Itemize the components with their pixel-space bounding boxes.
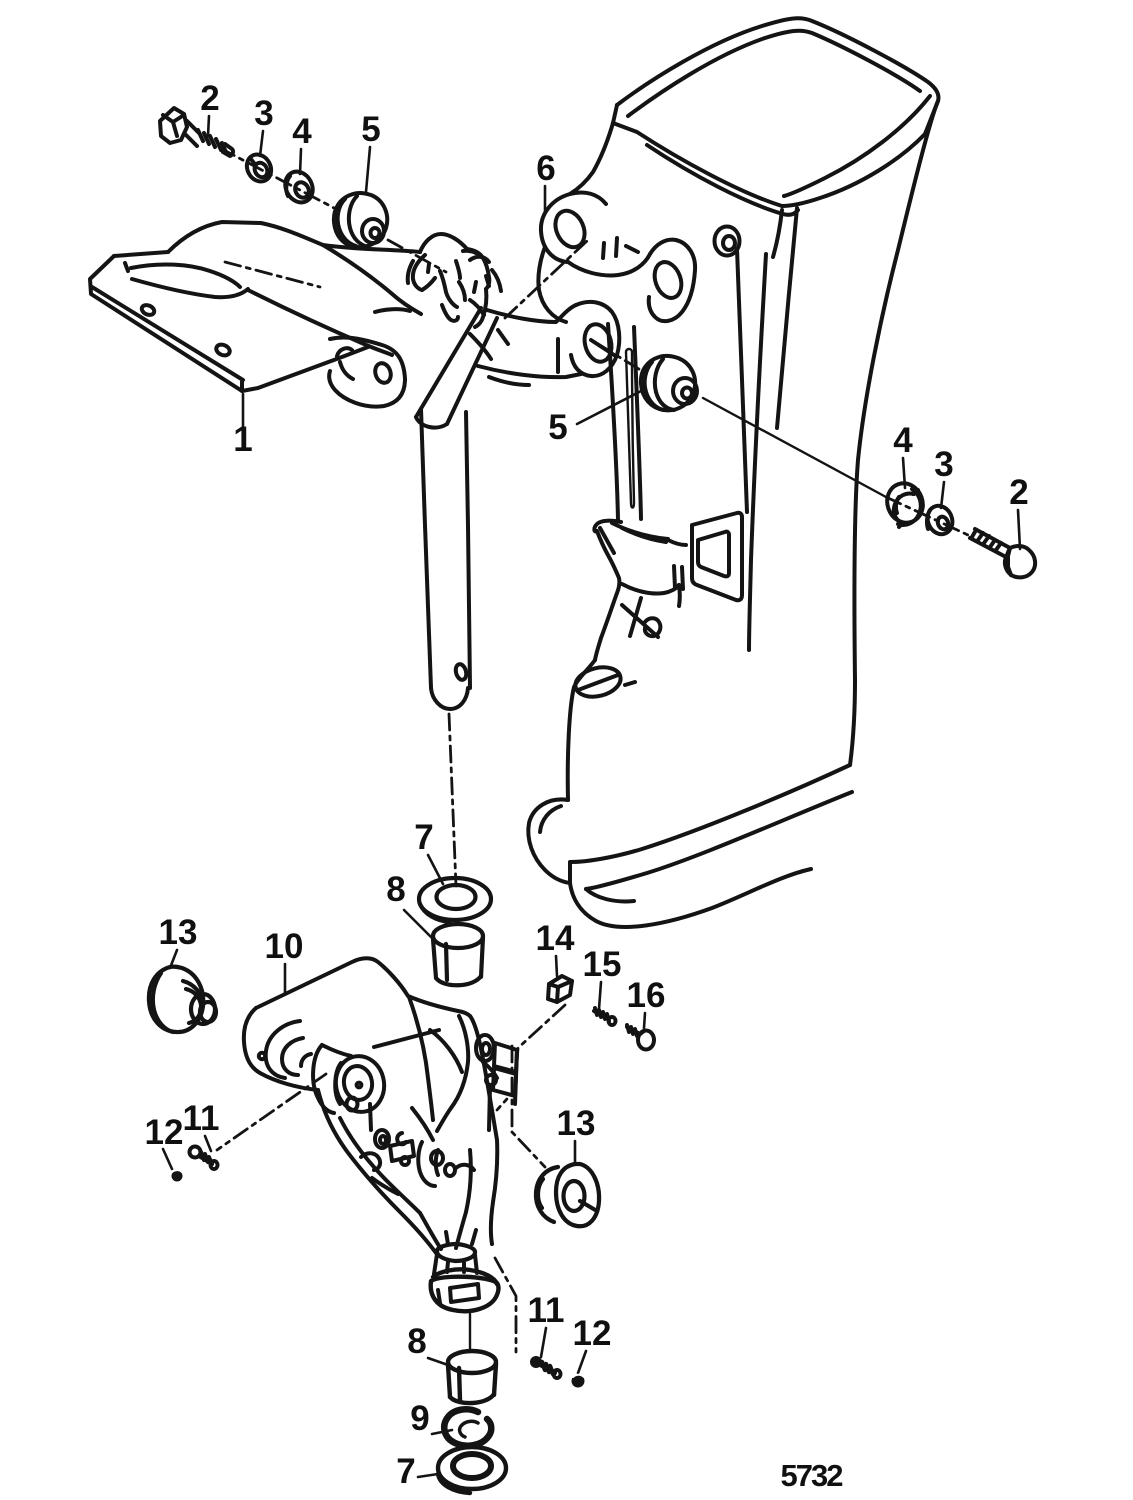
svg-text:11: 11 bbox=[183, 1099, 220, 1138]
svg-text:10: 10 bbox=[265, 927, 304, 966]
svg-text:7: 7 bbox=[414, 818, 433, 857]
svg-text:15: 15 bbox=[583, 945, 622, 984]
svg-text:8: 8 bbox=[386, 870, 405, 909]
svg-text:2: 2 bbox=[200, 79, 219, 118]
svg-text:6: 6 bbox=[536, 149, 555, 188]
svg-text:11: 11 bbox=[528, 1291, 565, 1330]
svg-text:7: 7 bbox=[396, 1452, 415, 1491]
svg-text:2: 2 bbox=[1009, 473, 1028, 512]
svg-text:5: 5 bbox=[361, 110, 380, 149]
svg-text:8: 8 bbox=[407, 1322, 426, 1361]
svg-text:3: 3 bbox=[934, 445, 953, 484]
svg-text:16: 16 bbox=[627, 976, 666, 1015]
svg-text:14: 14 bbox=[536, 919, 575, 958]
svg-text:13: 13 bbox=[557, 1104, 596, 1143]
svg-text:13: 13 bbox=[159, 913, 198, 952]
svg-text:1: 1 bbox=[233, 420, 252, 459]
svg-text:5732: 5732 bbox=[781, 1458, 843, 1493]
svg-text:4: 4 bbox=[292, 112, 312, 151]
svg-text:12: 12 bbox=[573, 1314, 612, 1353]
svg-text:3: 3 bbox=[254, 94, 273, 133]
svg-text:12: 12 bbox=[145, 1113, 184, 1152]
svg-text:9: 9 bbox=[410, 1399, 429, 1438]
svg-text:4: 4 bbox=[893, 421, 913, 460]
svg-text:5: 5 bbox=[548, 408, 567, 447]
